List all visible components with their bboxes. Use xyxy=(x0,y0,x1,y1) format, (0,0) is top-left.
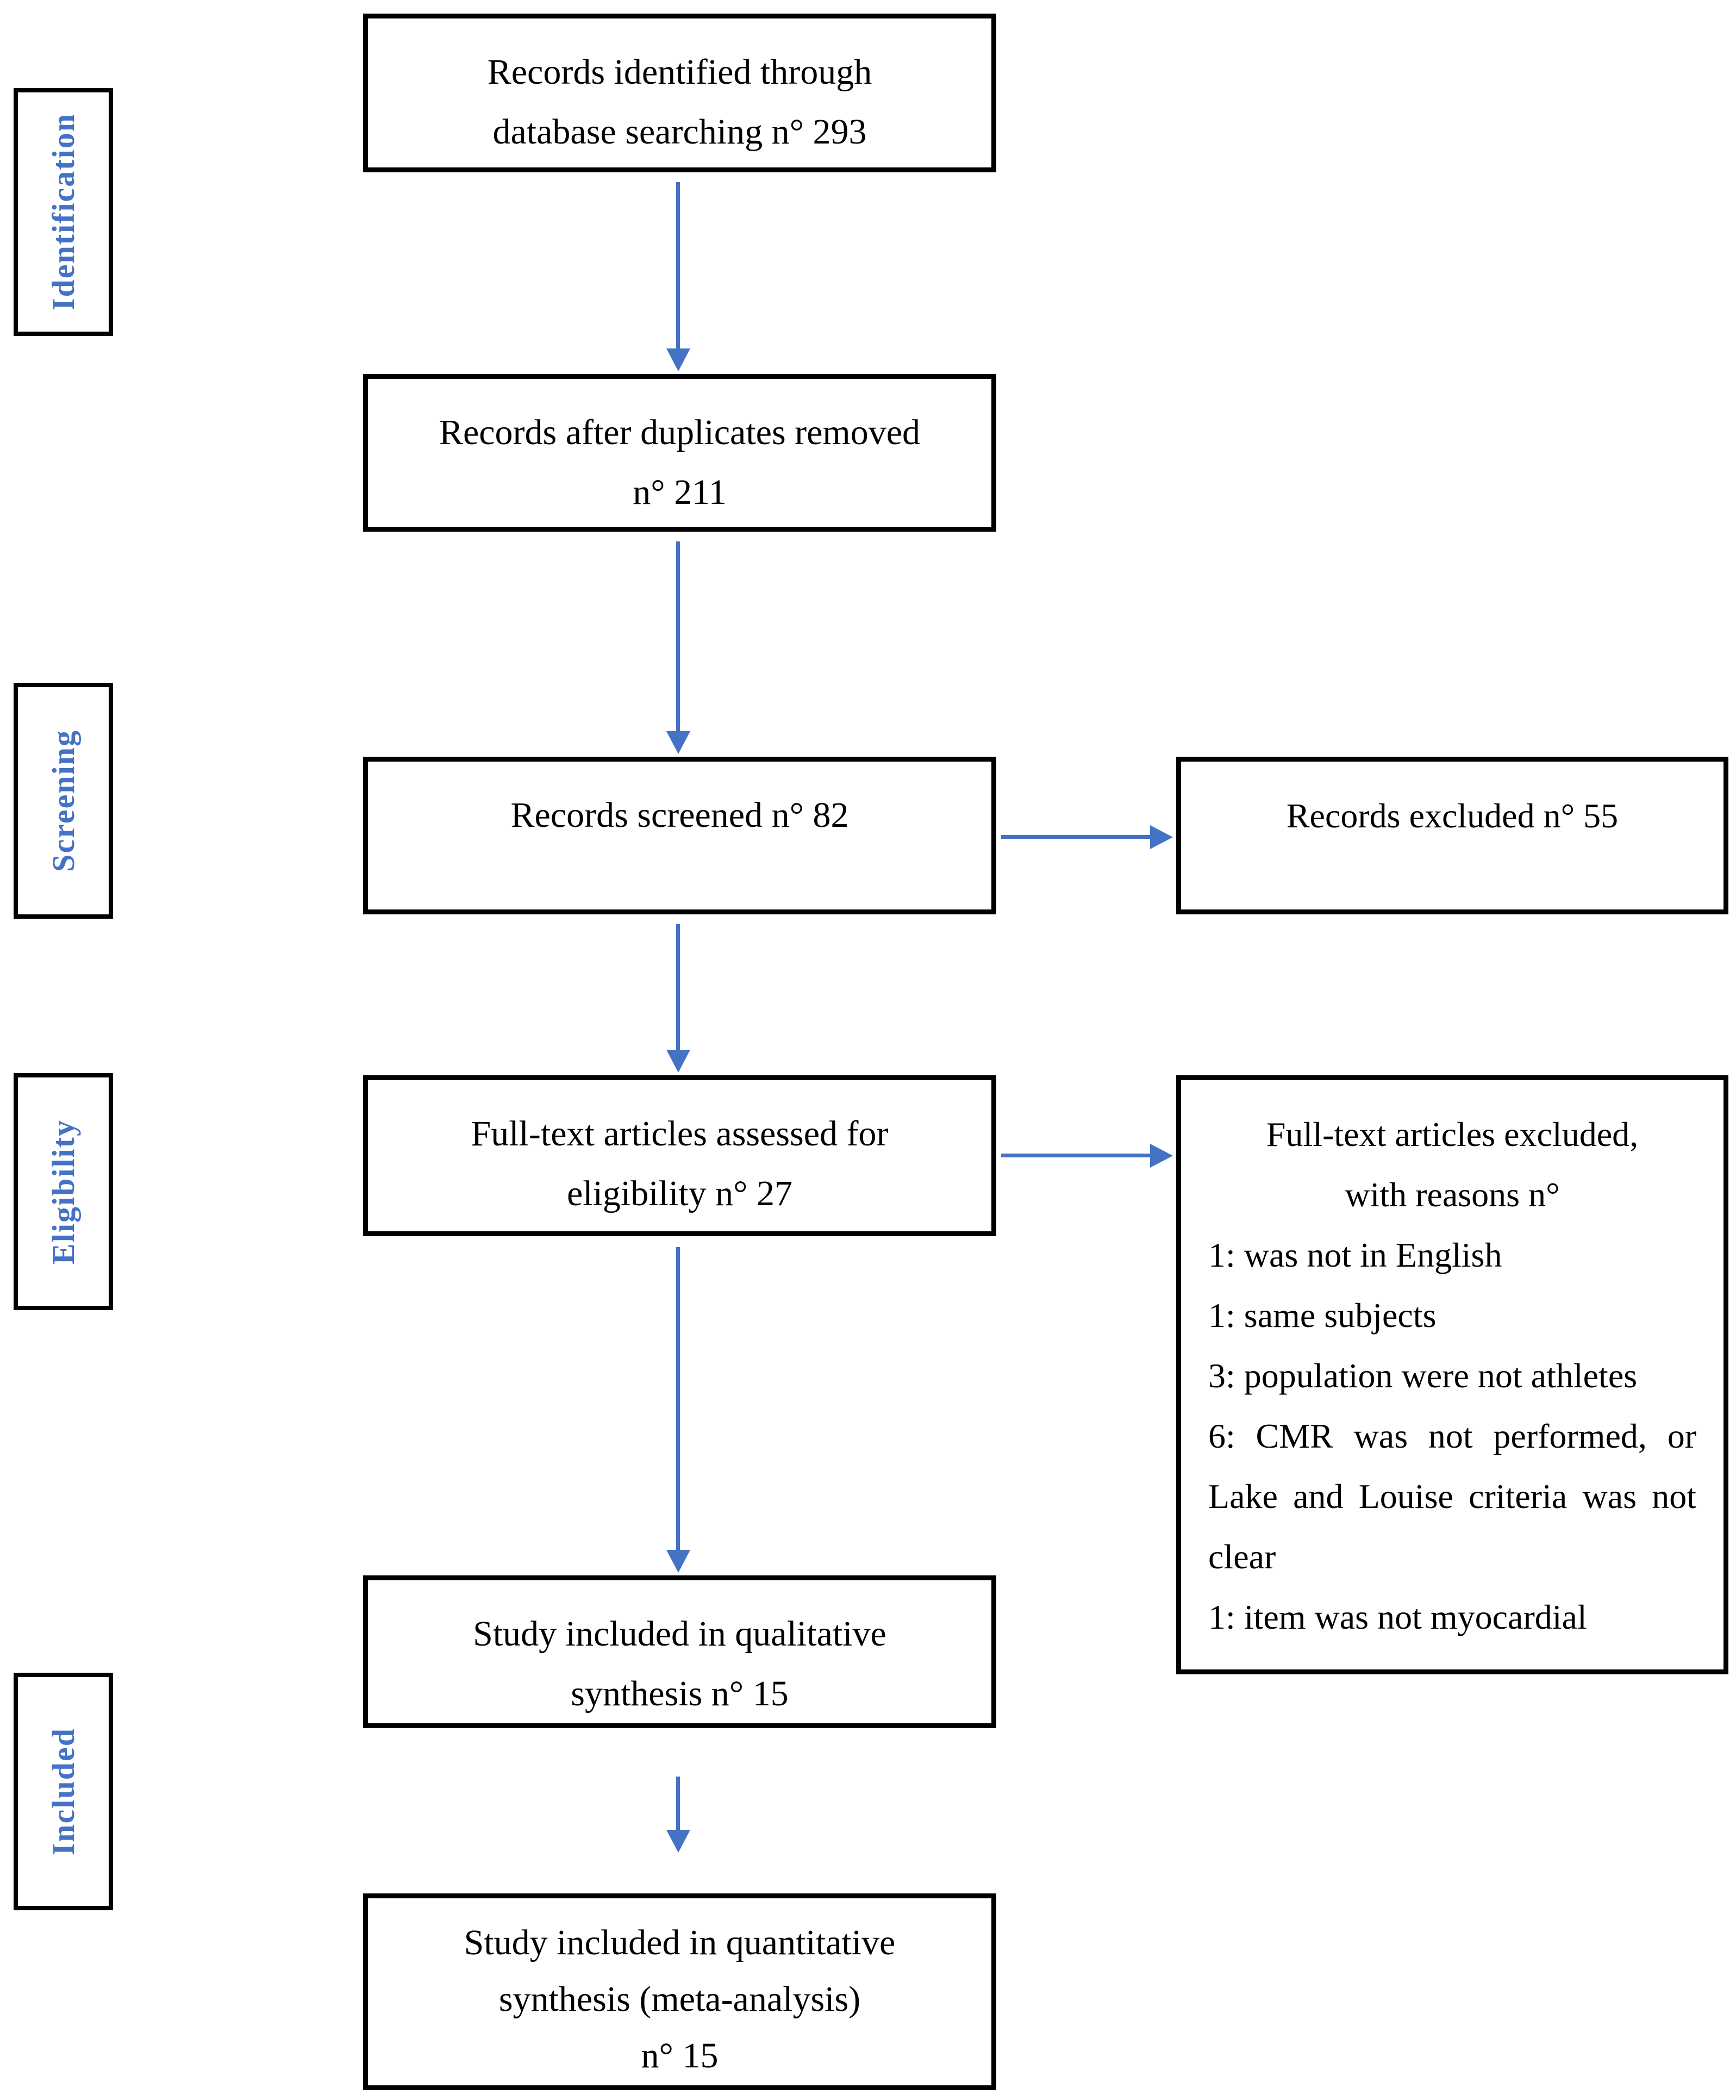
box-records-identified: Records identified through database sear… xyxy=(363,14,996,172)
exclusion-reason: 1: was not in English xyxy=(1208,1236,1502,1274)
arrow-line xyxy=(676,924,680,1050)
stage-label-screening-text: Screening xyxy=(46,730,81,872)
arrowhead-right-icon xyxy=(1150,1144,1173,1168)
box-records-screened: Records screened n° 82 xyxy=(363,757,996,914)
stage-label-identification: Identification xyxy=(14,88,113,336)
box-line: Records screened n° 82 xyxy=(510,795,849,835)
exclusion-reason: 6: CMR was not performed, or Lake and Lo… xyxy=(1208,1417,1696,1576)
arrow-line xyxy=(676,541,680,731)
exclusion-reason: 3: population were not athletes xyxy=(1208,1356,1638,1395)
box-quantitative-synthesis: Study included in quantitative synthesis… xyxy=(363,1893,996,2090)
box-line: Records identified through xyxy=(487,52,872,92)
arrow-line xyxy=(676,182,680,348)
stage-label-included: Included xyxy=(14,1673,113,1910)
box-line: eligibility n° 27 xyxy=(566,1174,793,1213)
stage-label-eligibility-text: Eligibility xyxy=(46,1119,81,1264)
box-line: Study included in quantitative xyxy=(464,1923,896,1962)
box-line: Full-text articles assessed for xyxy=(471,1114,889,1154)
box-line: n° 211 xyxy=(633,472,727,512)
box-line: synthesis n° 15 xyxy=(571,1674,789,1713)
arrow-line xyxy=(676,1247,680,1550)
arrow-line xyxy=(1001,1154,1150,1157)
arrow-line xyxy=(676,1777,680,1830)
box-qualitative-synthesis: Study included in qualitative synthesis … xyxy=(363,1575,996,1728)
box-records-excluded: Records excluded n° 55 xyxy=(1176,757,1728,914)
box-line: database searching n° 293 xyxy=(492,112,867,152)
arrowhead-down-icon xyxy=(666,348,690,371)
arrowhead-down-icon xyxy=(666,1550,690,1573)
box-fulltext-assessed: Full-text articles assessed for eligibil… xyxy=(363,1075,996,1236)
exclusion-reason: 1: item was not myocardial xyxy=(1208,1598,1587,1636)
box-line: n° 15 xyxy=(641,2036,719,2076)
stage-label-screening: Screening xyxy=(14,683,113,919)
stage-label-eligibility: Eligibility xyxy=(14,1073,113,1310)
box-line: synthesis (meta-analysis) xyxy=(498,1979,861,2019)
stage-label-included-text: Included xyxy=(46,1727,81,1856)
box-line: Records after duplicates removed xyxy=(439,413,921,452)
arrowhead-down-icon xyxy=(666,1050,690,1073)
exclusion-reason: 1: same subjects xyxy=(1208,1296,1437,1335)
box-fulltext-excluded: Full-text articles excluded, with reason… xyxy=(1176,1075,1728,1674)
box-line: Records excluded n° 55 xyxy=(1286,796,1619,835)
box-line: Study included in qualitative xyxy=(473,1614,886,1654)
stage-label-identification-text: Identification xyxy=(46,113,81,311)
box-line: with reasons n° xyxy=(1345,1175,1560,1214)
arrowhead-down-icon xyxy=(666,1830,690,1853)
arrow-line xyxy=(1001,835,1150,839)
box-line: Full-text articles excluded, xyxy=(1266,1115,1639,1154)
arrowhead-down-icon xyxy=(666,731,690,754)
arrowhead-right-icon xyxy=(1150,825,1173,849)
box-duplicates-removed: Records after duplicates removed n° 211 xyxy=(363,374,996,532)
